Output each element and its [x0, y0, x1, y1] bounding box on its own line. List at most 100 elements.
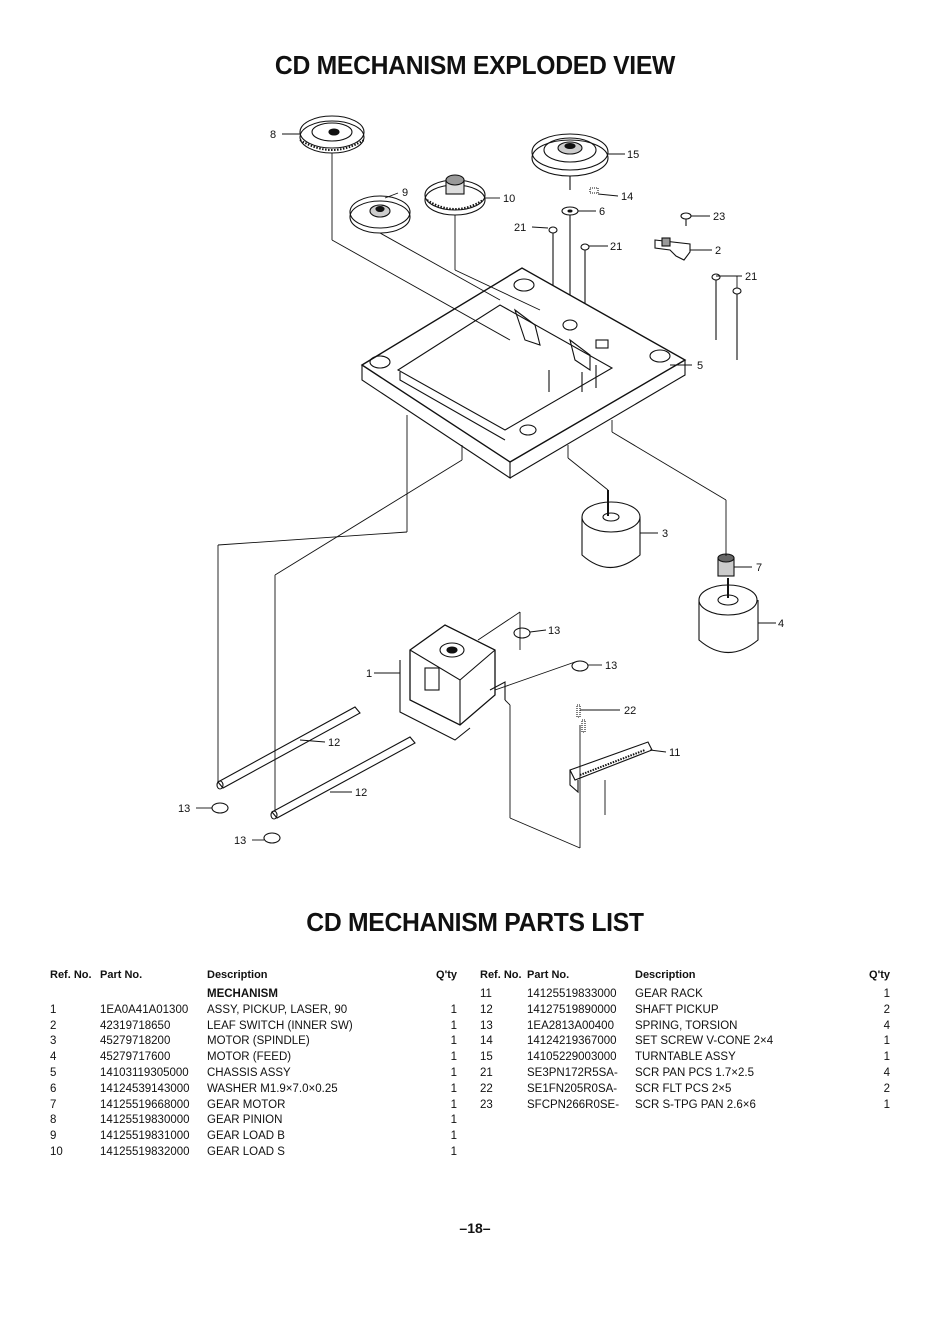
page-title-exploded-view: CD MECHANISM EXPLODED VIEW	[274, 50, 676, 80]
col-qty-header: Q'ty	[869, 969, 890, 981]
cell-part: 14125519668000	[100, 1098, 190, 1111]
cell-desc: GEAR LOAD B	[207, 1130, 285, 1143]
callout-22: 22	[624, 705, 636, 717]
cell-ref: 7	[50, 1098, 57, 1111]
cell-ref: 3	[50, 1035, 57, 1048]
callout-4: 4	[778, 618, 784, 630]
rack-screws-part	[576, 704, 586, 733]
callout-21-a: 21	[514, 222, 526, 234]
table-header: Ref. No. Part No. Description Q'ty	[480, 970, 890, 987]
callout-13-c: 13	[178, 803, 190, 815]
cell-desc: MOTOR (FEED)	[207, 1051, 292, 1064]
callout-23: 23	[713, 211, 725, 223]
exploded-view-diagram: 8 9 10 15 14 6 23 2 21 21 21 5 3 7 4 13 …	[178, 115, 784, 849]
callout-11: 11	[669, 747, 680, 759]
cell-part: SE1FN205R0SA-	[527, 1082, 618, 1095]
callout-21-c: 21	[745, 271, 757, 283]
col-desc-header: Description	[635, 969, 696, 981]
callout-6: 6	[599, 206, 605, 218]
cell-desc: GEAR RACK	[635, 988, 703, 1000]
cell-ref: 21	[480, 1066, 493, 1079]
cell-qty: 1	[883, 1051, 890, 1064]
cell-desc: LEAF SWITCH (INNER SW)	[207, 1019, 353, 1032]
cell-desc: SCR PAN PCS 1.7×2.5	[635, 1066, 754, 1079]
callout-21-b: 21	[610, 241, 622, 253]
cell-qty: 2	[883, 1082, 890, 1095]
cell-desc: TURNTABLE ASSY	[635, 1051, 736, 1064]
cell-qty: 1	[883, 1098, 890, 1111]
cell-desc: GEAR LOAD S	[207, 1145, 285, 1158]
cell-part: 14127519890000	[527, 1003, 617, 1016]
cell-ref: 13	[480, 1019, 493, 1032]
cell-desc: CHASSIS ASSY	[207, 1066, 291, 1079]
turntable-part	[531, 133, 609, 190]
cell-part: 14125519830000	[100, 1114, 190, 1127]
table-header: Ref. No. Part No. Description Q'ty	[50, 970, 457, 987]
cell-ref: 11	[480, 988, 492, 1000]
cell-ref: 1	[50, 1003, 57, 1016]
cell-part: 42319718650	[100, 1019, 171, 1032]
col-qty-header: Q'ty	[436, 969, 457, 981]
cell-part: 45279717600	[100, 1051, 171, 1064]
callout-2: 2	[715, 245, 721, 257]
cell-qty: 2	[883, 1003, 890, 1016]
callout-12-b: 12	[355, 787, 367, 799]
callout-3: 3	[662, 528, 668, 540]
col-part-header: Part No.	[100, 969, 143, 981]
cell-part: 14124219367000	[527, 1035, 617, 1048]
callout-9: 9	[402, 187, 408, 199]
cell-ref: 22	[480, 1082, 493, 1095]
callout-8: 8	[270, 129, 276, 141]
cell-part: 14125519833000	[527, 988, 617, 1000]
cell-ref: 15	[480, 1051, 493, 1064]
spindle-motor-part	[581, 490, 641, 568]
cell-part: 1EA2813A00400	[527, 1019, 614, 1032]
parts-table-left: Ref. No. Part No. Description Q'ty MECHA…	[50, 970, 457, 1161]
cell-desc: SPRING, TORSION	[635, 1019, 738, 1032]
cell-ref: 5	[50, 1066, 57, 1079]
cell-desc: GEAR MOTOR	[207, 1098, 286, 1111]
cell-qty: 1	[883, 1035, 890, 1048]
cell-part: 14105229003000	[527, 1051, 617, 1064]
cell-ref: 14	[480, 1035, 493, 1048]
feed-motor-part	[698, 578, 759, 653]
cell-qty: 1	[450, 1130, 457, 1143]
col-part-header: Part No.	[527, 969, 570, 981]
leaf-switch-part	[654, 237, 691, 261]
gear-rack-part	[569, 741, 653, 794]
callout-10: 10	[503, 193, 515, 205]
cell-desc: WASHER M1.9×7.0×0.25	[207, 1082, 338, 1095]
cell-qty: 1	[450, 1114, 457, 1127]
col-ref-header: Ref. No.	[480, 969, 522, 981]
page-title-parts-list: CD MECHANISM PARTS LIST	[306, 907, 644, 937]
section-label: MECHANISM	[207, 988, 278, 1000]
callout-labels: 8 9 10 15 14 6 23 2 21 21 21 5 3 7 4 13 …	[178, 129, 784, 847]
cell-ref: 4	[50, 1051, 57, 1064]
washer-part	[561, 206, 579, 216]
gear-motor-part	[717, 553, 735, 577]
cell-qty: 4	[883, 1066, 890, 1079]
leader-lines	[196, 133, 776, 849]
cell-qty: 1	[450, 1003, 457, 1016]
callout-13-a: 13	[548, 625, 560, 637]
cell-ref: 10	[50, 1145, 63, 1158]
cell-desc: SCR FLT PCS 2×5	[635, 1082, 732, 1095]
cell-part: 14125519832000	[100, 1145, 190, 1158]
cell-ref: 23	[480, 1098, 493, 1111]
page-number: –18–	[459, 1220, 491, 1236]
cell-part: 14124539143000	[100, 1082, 190, 1095]
table-row: 15 14105229003000 TURNTABLE ASSY 1	[480, 1050, 890, 1066]
gear-pinion-part	[299, 115, 365, 154]
cell-desc: GEAR PINION	[207, 1114, 283, 1127]
callout-7: 7	[756, 562, 762, 574]
col-desc-header: Description	[207, 969, 268, 981]
